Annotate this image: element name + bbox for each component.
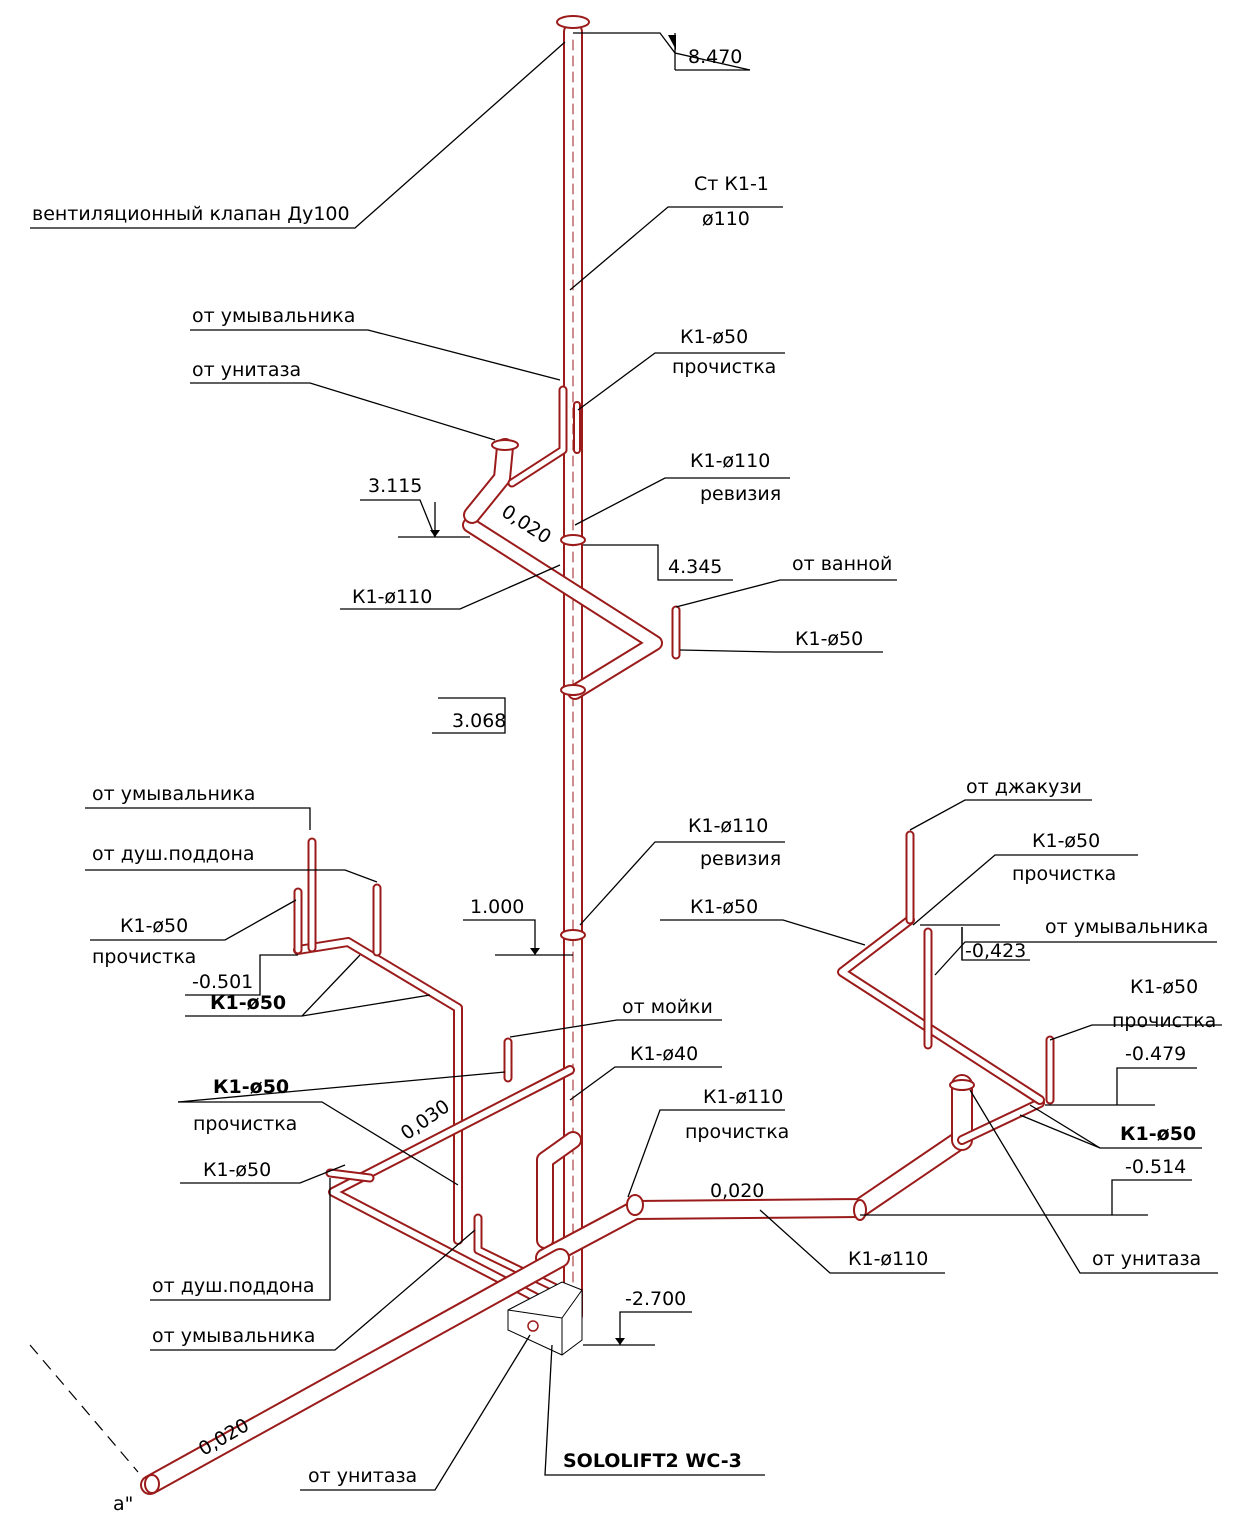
label-k50-left-bold: К1-ø50: [210, 992, 286, 1014]
label-k50-right-clean: К1-ø50: [1130, 976, 1198, 998]
label-riser-diam: ø110: [702, 208, 750, 230]
label-cleanout-top: прочистка: [672, 356, 776, 378]
label-k50-right-bold: К1-ø50: [1120, 1123, 1196, 1145]
label-from-basin-left: от умывальника: [92, 783, 255, 805]
label-from-shower-left: от душ.поддона: [92, 843, 255, 865]
level-0501: -0.501: [192, 971, 253, 993]
label-vent-valve: вентиляционный клапан Ду100: [32, 203, 350, 225]
labels: 8.470 вентиляционный клапан Ду100 Ст К1-…: [32, 46, 1216, 1515]
label-k50-bath: К1-ø50: [795, 628, 863, 650]
label-k50-top: К1-ø50: [680, 326, 748, 348]
label-from-basin-low: от умывальника: [152, 1325, 315, 1347]
slope-main: 0,020: [710, 1180, 764, 1202]
label-cleanout-k110: прочистка: [685, 1121, 789, 1143]
level-1000: 1.000: [470, 896, 524, 918]
label-revision-top: ревизия: [700, 483, 781, 505]
label-cleanout-left: прочистка: [92, 946, 196, 968]
level-3115: 3.115: [368, 475, 422, 497]
label-from-wc-top: от унитаза: [192, 359, 301, 381]
label-from-sink: от мойки: [622, 996, 713, 1018]
pump-box: [507, 1281, 583, 1356]
label-from-bath: от ванной: [792, 553, 892, 575]
label-riser-name: Ст К1-1: [694, 173, 769, 195]
label-cleanout-right-top: прочистка: [1012, 863, 1116, 885]
label-pump: SOLOLIFT2 WC-3: [563, 1450, 742, 1472]
label-revision-mid: ревизия: [700, 848, 781, 870]
label-point-a: а": [113, 1493, 133, 1515]
level-4345: 4.345: [668, 556, 722, 578]
pipe-network: [140, 15, 1055, 1495]
label-from-basin-right: от умывальника: [1045, 916, 1208, 938]
level-markers: [430, 35, 676, 1345]
left-branch-pipe: [293, 937, 463, 1245]
label-k110-lower: К1-ø110: [848, 1248, 928, 1270]
level-marker-1000: [530, 948, 540, 955]
label-k110-rev-mid: К1-ø110: [688, 815, 768, 837]
label-k50-lower: К1-ø50: [203, 1159, 271, 1181]
level-marker-3115: [430, 530, 440, 537]
label-from-wc-low: от унитаза: [308, 1465, 417, 1487]
label-from-shower-low: от душ.поддона: [152, 1275, 315, 1297]
level-marker-top: [668, 35, 676, 50]
level-top: 8.470: [688, 46, 742, 68]
label-k50-right-top: К1-ø50: [1032, 830, 1100, 852]
leader-lines: [30, 32, 1222, 1491]
label-k40: К1-ø40: [630, 1043, 698, 1065]
level-0423: -0,423: [965, 940, 1026, 962]
level-2700: -2.700: [625, 1288, 686, 1310]
level-3068: 3.068: [452, 710, 506, 732]
label-k110-cleanout: К1-ø110: [703, 1086, 783, 1108]
label-cleanout-mid: прочистка: [193, 1113, 297, 1135]
label-from-wc-right: от унитаза: [1092, 1248, 1201, 1270]
label-k50-right: К1-ø50: [690, 896, 758, 918]
label-cleanout-right: прочистка: [1112, 1010, 1216, 1032]
label-from-basin-top: от умывальника: [192, 305, 355, 327]
label-k50-mid-bold: К1-ø50: [213, 1076, 289, 1098]
label-from-jacuzzi: от джакузи: [966, 776, 1082, 798]
label-k110-upper: К1-ø110: [352, 586, 432, 608]
label-k50-cleanout-left: К1-ø50: [120, 915, 188, 937]
level-marker-2700: [615, 1338, 625, 1345]
axis-a-dashed-line: [29, 1344, 139, 1473]
level-0479: -0.479: [1125, 1043, 1186, 1065]
label-k110-rev-top: К1-ø110: [690, 450, 770, 472]
level-0514: -0.514: [1125, 1156, 1186, 1178]
